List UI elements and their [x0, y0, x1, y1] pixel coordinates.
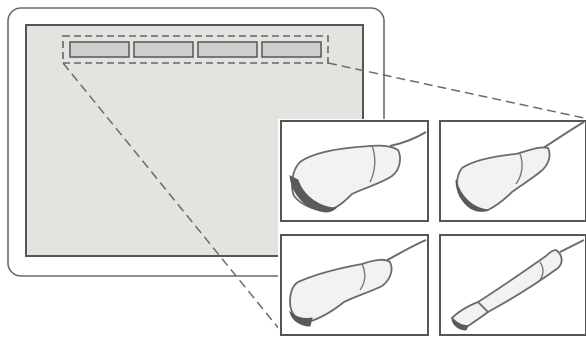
- callout-line-left: [62, 62, 281, 331]
- hockey-stick-probe-icon: [450, 239, 585, 331]
- probe-tab-highlight: [62, 35, 329, 64]
- probe-panel-micro-convex[interactable]: [439, 120, 586, 222]
- probe-tab-2[interactable]: [133, 41, 194, 58]
- callout-line-right: [327, 62, 585, 119]
- probe-tab-4[interactable]: [261, 41, 322, 58]
- probe-panel-convex[interactable]: [280, 120, 429, 222]
- probe-panel-linear[interactable]: [280, 234, 429, 336]
- convex-probe-icon: [289, 131, 427, 213]
- probe-tab-3[interactable]: [197, 41, 258, 58]
- micro-convex-probe-icon: [455, 121, 585, 212]
- linear-probe-icon: [289, 239, 427, 327]
- probe-panel-hockey-stick[interactable]: [439, 234, 586, 336]
- probe-tab-1[interactable]: [69, 41, 130, 58]
